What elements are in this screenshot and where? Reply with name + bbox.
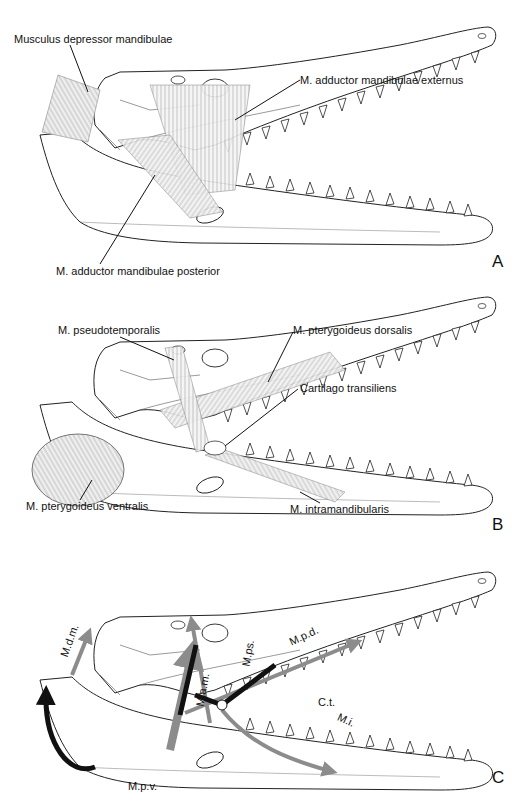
muscle-label: Cartilago transiliens bbox=[300, 382, 397, 395]
muscle-label: M. pseudotemporalis bbox=[58, 324, 160, 337]
muscle-label: M.d.m. bbox=[58, 623, 82, 659]
muscle-label: M. intramandibularis bbox=[290, 503, 389, 516]
muscle-label: M.p.v. bbox=[128, 780, 157, 793]
muscle-label: M. adductor mandibulae posterior bbox=[56, 265, 220, 278]
panel-c bbox=[40, 572, 496, 790]
panel-b bbox=[32, 297, 496, 515]
muscle-label: Musculus depressor mandibulae bbox=[14, 33, 172, 46]
muscle-label: C.t. bbox=[318, 696, 335, 709]
panel-letter: C bbox=[492, 768, 504, 787]
panel-letter: A bbox=[492, 252, 503, 271]
muscle-label: M. pterygoideus ventralis bbox=[26, 500, 148, 513]
muscle-label: M. adductor mandibulae externus bbox=[300, 74, 463, 87]
muscle-label: M.i. bbox=[335, 711, 357, 730]
panel-letter: B bbox=[492, 515, 503, 534]
muscle-label: M. pterygoideus dorsalis bbox=[293, 324, 412, 337]
panel-a bbox=[40, 27, 496, 264]
